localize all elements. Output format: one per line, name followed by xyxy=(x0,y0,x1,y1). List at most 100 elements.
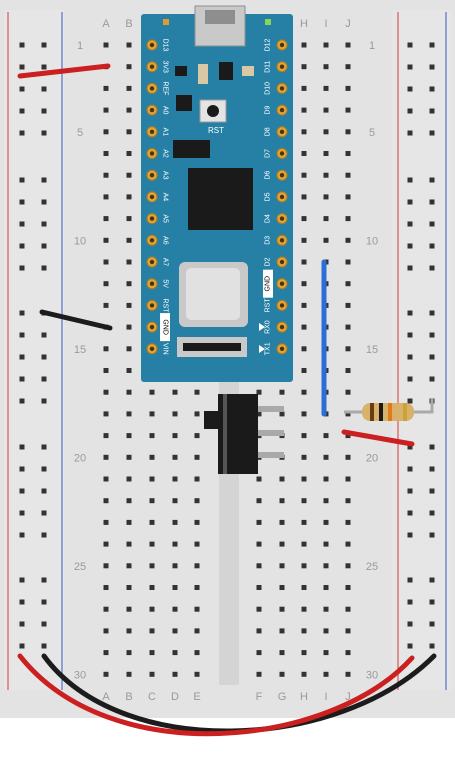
red-wire-bottom[interactable] xyxy=(17,653,415,737)
hole[interactable] xyxy=(345,541,351,547)
hole[interactable] xyxy=(345,368,351,373)
rail-hole[interactable] xyxy=(407,398,413,404)
hole[interactable] xyxy=(103,628,109,634)
rail-hole[interactable] xyxy=(19,265,25,271)
hole[interactable] xyxy=(126,454,132,460)
hole[interactable] xyxy=(279,563,285,569)
red-wire-top[interactable] xyxy=(17,63,111,79)
hole[interactable] xyxy=(256,585,262,590)
hole[interactable] xyxy=(323,628,329,634)
rail-hole[interactable] xyxy=(429,577,435,583)
hole[interactable] xyxy=(103,498,109,504)
hole[interactable] xyxy=(256,519,262,525)
rail-hole[interactable] xyxy=(41,332,47,338)
hole[interactable] xyxy=(194,476,200,482)
hole[interactable] xyxy=(301,151,307,156)
hole[interactable] xyxy=(323,563,329,569)
hole[interactable] xyxy=(149,454,155,460)
hole[interactable] xyxy=(126,411,132,417)
hole[interactable] xyxy=(149,650,155,656)
hole[interactable] xyxy=(149,671,155,677)
hole[interactable] xyxy=(345,563,351,569)
hole[interactable] xyxy=(345,324,351,330)
rail-hole[interactable] xyxy=(407,444,413,450)
hole[interactable] xyxy=(256,563,262,569)
rail-hole[interactable] xyxy=(429,621,435,627)
hole[interactable] xyxy=(301,519,307,525)
hole[interactable] xyxy=(103,107,109,113)
hole[interactable] xyxy=(126,346,132,352)
hole[interactable] xyxy=(126,172,132,178)
hole[interactable] xyxy=(103,650,109,656)
hole[interactable] xyxy=(345,433,351,439)
hole[interactable] xyxy=(323,151,329,156)
hole[interactable] xyxy=(323,541,329,547)
rail-hole[interactable] xyxy=(429,221,435,227)
hole[interactable] xyxy=(345,411,351,417)
hole[interactable] xyxy=(172,585,178,590)
rail-hole[interactable] xyxy=(407,221,413,227)
rail-hole[interactable] xyxy=(41,510,47,516)
hole[interactable] xyxy=(149,389,155,395)
hole[interactable] xyxy=(103,129,109,135)
rail-hole[interactable] xyxy=(41,177,47,183)
hole[interactable] xyxy=(194,650,200,656)
rail-hole[interactable] xyxy=(19,243,25,249)
hole[interactable] xyxy=(301,259,307,265)
hole[interactable] xyxy=(126,324,132,330)
rail-hole[interactable] xyxy=(19,444,25,450)
hole[interactable] xyxy=(126,498,132,504)
rail-hole[interactable] xyxy=(41,265,47,271)
rail-hole[interactable] xyxy=(41,199,47,205)
rail-hole[interactable] xyxy=(19,376,25,382)
hole[interactable] xyxy=(194,498,200,504)
hole[interactable] xyxy=(103,281,109,287)
hole[interactable] xyxy=(323,129,329,135)
hole[interactable] xyxy=(172,606,178,612)
hole[interactable] xyxy=(126,433,132,439)
rail-hole[interactable] xyxy=(41,243,47,249)
hole[interactable] xyxy=(323,585,329,590)
hole[interactable] xyxy=(301,129,307,135)
hole[interactable] xyxy=(256,671,262,677)
hole[interactable] xyxy=(323,650,329,656)
hole[interactable] xyxy=(301,237,307,243)
hole[interactable] xyxy=(301,585,307,590)
hole[interactable] xyxy=(301,389,307,395)
rail-hole[interactable] xyxy=(429,64,435,70)
hole[interactable] xyxy=(103,259,109,265)
hole[interactable] xyxy=(103,519,109,525)
rail-hole[interactable] xyxy=(19,177,25,183)
hole[interactable] xyxy=(172,650,178,656)
rail-hole[interactable] xyxy=(19,510,25,516)
hole[interactable] xyxy=(323,107,329,113)
rail-hole[interactable] xyxy=(407,599,413,605)
rail-hole[interactable] xyxy=(41,621,47,627)
hole[interactable] xyxy=(323,498,329,504)
hole[interactable] xyxy=(279,628,285,634)
hole[interactable] xyxy=(279,541,285,547)
hole[interactable] xyxy=(126,368,132,373)
rail-hole[interactable] xyxy=(41,42,47,48)
hole[interactable] xyxy=(301,563,307,569)
rail-hole[interactable] xyxy=(19,221,25,227)
hole[interactable] xyxy=(301,216,307,222)
rail-hole[interactable] xyxy=(407,466,413,472)
hole[interactable] xyxy=(256,606,262,612)
hole[interactable] xyxy=(345,107,351,113)
hole[interactable] xyxy=(345,346,351,352)
hole[interactable] xyxy=(172,389,178,395)
hole[interactable] xyxy=(126,129,132,135)
hole[interactable] xyxy=(279,671,285,677)
hole[interactable] xyxy=(323,476,329,482)
hole[interactable] xyxy=(323,172,329,178)
hole[interactable] xyxy=(126,585,132,590)
hole[interactable] xyxy=(345,476,351,482)
hole[interactable] xyxy=(103,541,109,547)
hole[interactable] xyxy=(301,281,307,287)
rail-hole[interactable] xyxy=(429,243,435,249)
rail-hole[interactable] xyxy=(19,310,25,316)
hole[interactable] xyxy=(256,650,262,656)
hole[interactable] xyxy=(194,585,200,590)
hole[interactable] xyxy=(301,498,307,504)
